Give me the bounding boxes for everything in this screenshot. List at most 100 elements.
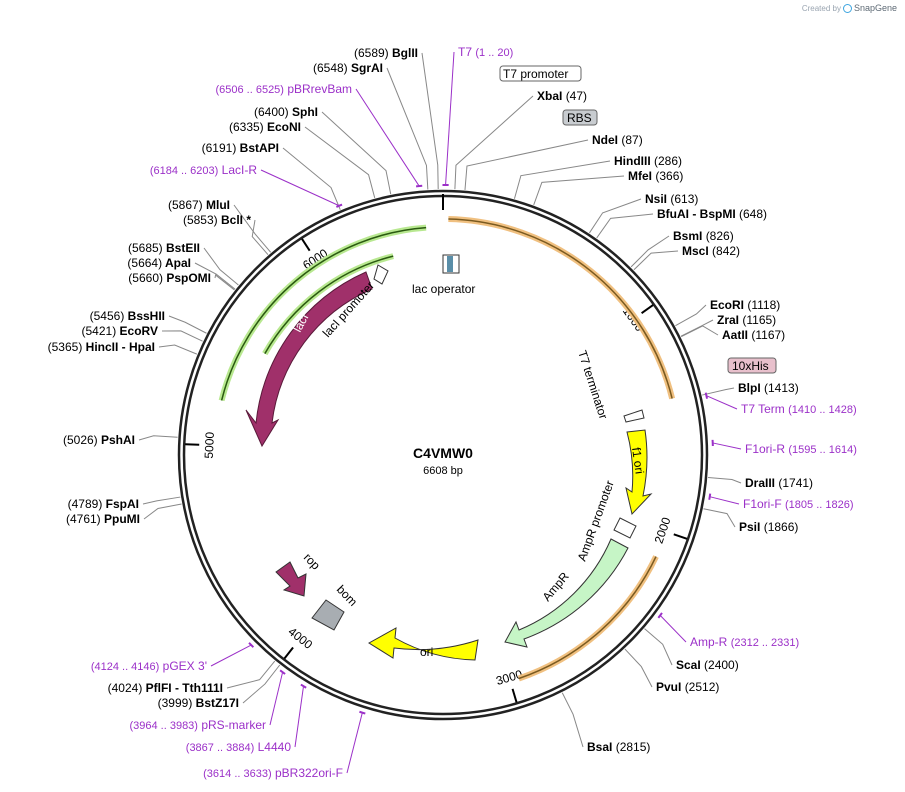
enzyme-bsteii[interactable]: (5685) BstEII	[128, 241, 200, 255]
enzyme-position: (1118)	[747, 298, 780, 312]
primer-leader-pgex-3	[210, 644, 252, 667]
feature-laci-promoter[interactable]	[373, 264, 389, 285]
leader-pshai	[138, 435, 178, 441]
enzyme-aatii[interactable]: AatII (1167)	[722, 328, 785, 342]
enzyme-bstapi[interactable]: (6191) BstAPI	[202, 141, 279, 155]
enzyme-mlui[interactable]: (5867) MluI	[168, 198, 230, 212]
feature-ampr[interactable]	[504, 538, 629, 648]
enzyme-msci[interactable]: MscI (842)	[682, 244, 740, 258]
orf-arc-1[interactable]	[448, 218, 673, 399]
enzyme-nsii[interactable]: NsiI (613)	[645, 192, 698, 206]
feature-rop[interactable]	[275, 561, 307, 597]
enzyme-bsshii[interactable]: (5456) BssHII	[90, 309, 165, 323]
feature-ampr-promoter[interactable]	[613, 517, 637, 539]
feature-t7-terminator[interactable]	[623, 409, 645, 423]
primer-name: T7 Term	[741, 402, 785, 416]
enzyme-name: MscI	[682, 244, 709, 258]
feature-label-ampr: AmpR	[540, 569, 572, 604]
enzyme-bcli[interactable]: (5853) BclI *	[183, 213, 251, 227]
enzyme-scai[interactable]: ScaI (2400)	[676, 658, 739, 672]
enzyme-pvui[interactable]: PvuI (2512)	[656, 680, 719, 694]
feature-laci[interactable]	[245, 271, 373, 448]
leader-lines	[138, 51, 742, 774]
primer-marker-l4440[interactable]	[300, 683, 307, 689]
primer-marker-f1ori-f[interactable]	[708, 493, 712, 500]
leader-psii	[703, 508, 736, 528]
enzyme-blpi[interactable]: BlpI (1413)	[738, 381, 799, 395]
primer-marker-prs-marker[interactable]	[279, 669, 286, 675]
feature-f1-ori[interactable]	[625, 429, 653, 516]
primer-range: (4124 .. 4146)	[91, 661, 160, 673]
enzyme-sphi[interactable]: (6400) SphI	[254, 105, 318, 119]
primer-marker-pgex-3[interactable]	[248, 642, 255, 648]
enzyme-hindiii[interactable]: HindIII (286)	[614, 154, 682, 168]
enzyme-bstz17i[interactable]: (3999) BstZ17I	[158, 696, 239, 710]
primer-pgex-3[interactable]: (4124 .. 4146) pGEX 3'	[91, 659, 207, 673]
t7-promoter-box	[499, 65, 582, 82]
primer-marker-pbr322ori-f[interactable]	[359, 710, 366, 715]
primer-prs-marker[interactable]: (3964 .. 3983) pRS-marker	[129, 718, 266, 732]
primer-t7[interactable]: T7 (1 .. 20)	[458, 45, 513, 59]
primer-pbrrevbam[interactable]: (6506 .. 6525) pBRrevBam	[215, 82, 352, 96]
enzyme-ecorv[interactable]: (5421) EcoRV	[82, 324, 158, 338]
enzyme-bfuai-bspmi[interactable]: BfuAI - BspMI (648)	[657, 207, 767, 221]
enzyme-pspomi[interactable]: (5660) PspOMI	[128, 271, 211, 285]
primer-laci-r[interactable]: (6184 .. 6203) LacI-R	[150, 163, 258, 177]
primer-range: (3867 .. 3884)	[186, 742, 255, 754]
enzyme-psii[interactable]: PsiI (1866)	[739, 520, 798, 534]
primer-t7-term[interactable]: T7 Term (1410 .. 1428)	[741, 402, 857, 416]
enzyme-mfei[interactable]: MfeI (366)	[628, 169, 683, 183]
laci-arc[interactable]	[220, 226, 427, 401]
enzyme-ppumi[interactable]: (4761) PpuMI	[66, 512, 140, 526]
enzyme-hincii-hpai[interactable]: (5365) HincII - HpaI	[48, 340, 155, 354]
primer-pbr322ori-f[interactable]: (3614 .. 3633) pBR322ori-F	[203, 766, 343, 780]
feature-ori[interactable]	[368, 627, 479, 661]
enzyme-name: BfuAI - BspMI	[657, 207, 736, 221]
primer-name: F1ori-R	[745, 442, 785, 456]
enzyme-position: (6400)	[254, 105, 289, 119]
feature-label-rop: rop	[301, 550, 323, 572]
feature-label-lac-operator: lac operator	[412, 282, 475, 296]
leader-bfuai-bspmi	[596, 213, 654, 239]
primer-f1ori-f[interactable]: F1ori-F (1805 .. 1826)	[743, 497, 854, 511]
enzyme-name: NdeI	[592, 133, 618, 147]
feature-bom[interactable]	[311, 599, 345, 631]
primer-l4440[interactable]: (3867 .. 3884) L4440	[186, 740, 292, 754]
tick-mark-2000	[673, 533, 688, 540]
enzyme-position: (5365)	[48, 340, 83, 354]
primer-marker-laci-r[interactable]	[335, 203, 343, 208]
enzyme-ndei[interactable]: NdeI (87)	[592, 133, 643, 147]
enzyme-bglii[interactable]: (6589) BglII	[354, 46, 418, 60]
enzyme-pshai[interactable]: (5026) PshAI	[63, 433, 135, 447]
primer-name: F1ori-F	[743, 497, 782, 511]
enzyme-name: XbaI	[537, 89, 562, 103]
enzyme-pflfi-tth111i[interactable]: (4024) PflFI - Tth111I	[108, 681, 223, 695]
enzyme-zrai[interactable]: ZraI (1165)	[717, 313, 776, 327]
enzyme-name: PpuMI	[101, 512, 140, 526]
enzyme-name: EcoRI	[710, 298, 744, 312]
enzyme-sgrai[interactable]: (6548) SgrAI	[313, 61, 383, 75]
enzyme-bsai[interactable]: BsaI (2815)	[587, 740, 650, 754]
primer-leader-pbrrevbam	[355, 88, 420, 187]
primer-f1ori-r[interactable]: F1ori-R (1595 .. 1614)	[745, 442, 857, 456]
primer-amp-r[interactable]: Amp-R (2312 .. 2331)	[690, 635, 799, 649]
leader-bsshii	[168, 315, 207, 334]
primer-marker-t7-term[interactable]	[704, 392, 709, 399]
laci-inner-arc[interactable]	[264, 255, 394, 354]
enzyme-xbai[interactable]: XbaI (47)	[537, 89, 587, 103]
leader-ppumi	[143, 503, 182, 520]
primer-marker-amp-r[interactable]	[657, 612, 663, 619]
enzyme-position: (6589)	[354, 46, 389, 60]
primer-marker-pbrrevbam[interactable]	[415, 184, 423, 188]
enzyme-position: (3999)	[158, 696, 193, 710]
enzyme-fspai[interactable]: (4789) FspAI	[68, 497, 139, 511]
enzyme-apai[interactable]: (5664) ApaI	[127, 256, 191, 270]
enzyme-ecori[interactable]: EcoRI (1118)	[710, 298, 780, 312]
enzyme-bsmi[interactable]: BsmI (826)	[673, 229, 734, 243]
primer-labels: T7 (1 .. 20) (6506 .. 6525) pBRrevBam (618…	[91, 45, 857, 780]
enzyme-name: HindIII	[614, 154, 651, 168]
orf-arc-2[interactable]	[518, 556, 657, 680]
enzyme-econi[interactable]: (6335) EcoNI	[229, 120, 301, 134]
leader-hindiii	[513, 160, 611, 199]
enzyme-draiii[interactable]: DraIII (1741)	[745, 476, 813, 490]
